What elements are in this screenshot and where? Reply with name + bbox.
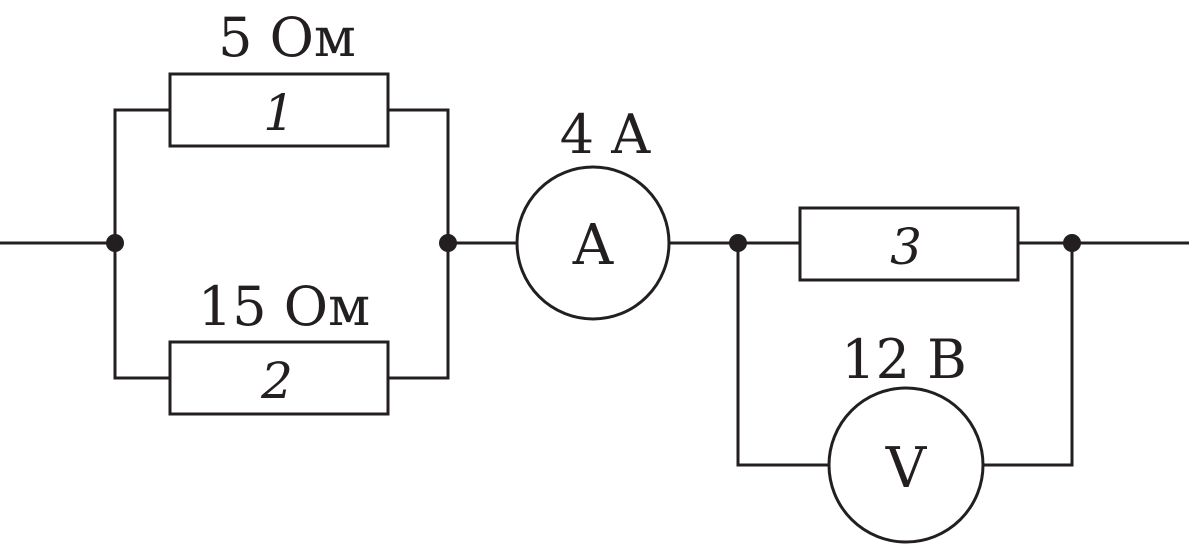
resistor-1-label: 1 bbox=[263, 84, 295, 142]
voltmeter-reading: 12 B bbox=[841, 328, 967, 391]
ammeter-reading: 4 A bbox=[560, 103, 652, 166]
junction-node bbox=[106, 234, 124, 252]
voltmeter-symbol: V bbox=[885, 436, 928, 501]
resistor-1-value: 5 Ом bbox=[218, 6, 356, 69]
ammeter-symbol: A bbox=[572, 213, 614, 278]
junction-node bbox=[729, 234, 747, 252]
resistor-2-label: 2 bbox=[260, 352, 293, 410]
junction-node bbox=[1063, 234, 1081, 252]
resistor-1 bbox=[168, 72, 390, 148]
parallel-group-left-frame bbox=[113, 108, 450, 380]
voltmeter bbox=[827, 386, 985, 544]
resistor-3-label: 3 bbox=[890, 218, 922, 276]
resistor-2-value: 15 Ом bbox=[198, 275, 370, 338]
junction-node bbox=[439, 234, 457, 252]
voltmeter-branch bbox=[736, 243, 1074, 467]
resistor-2 bbox=[168, 340, 390, 416]
